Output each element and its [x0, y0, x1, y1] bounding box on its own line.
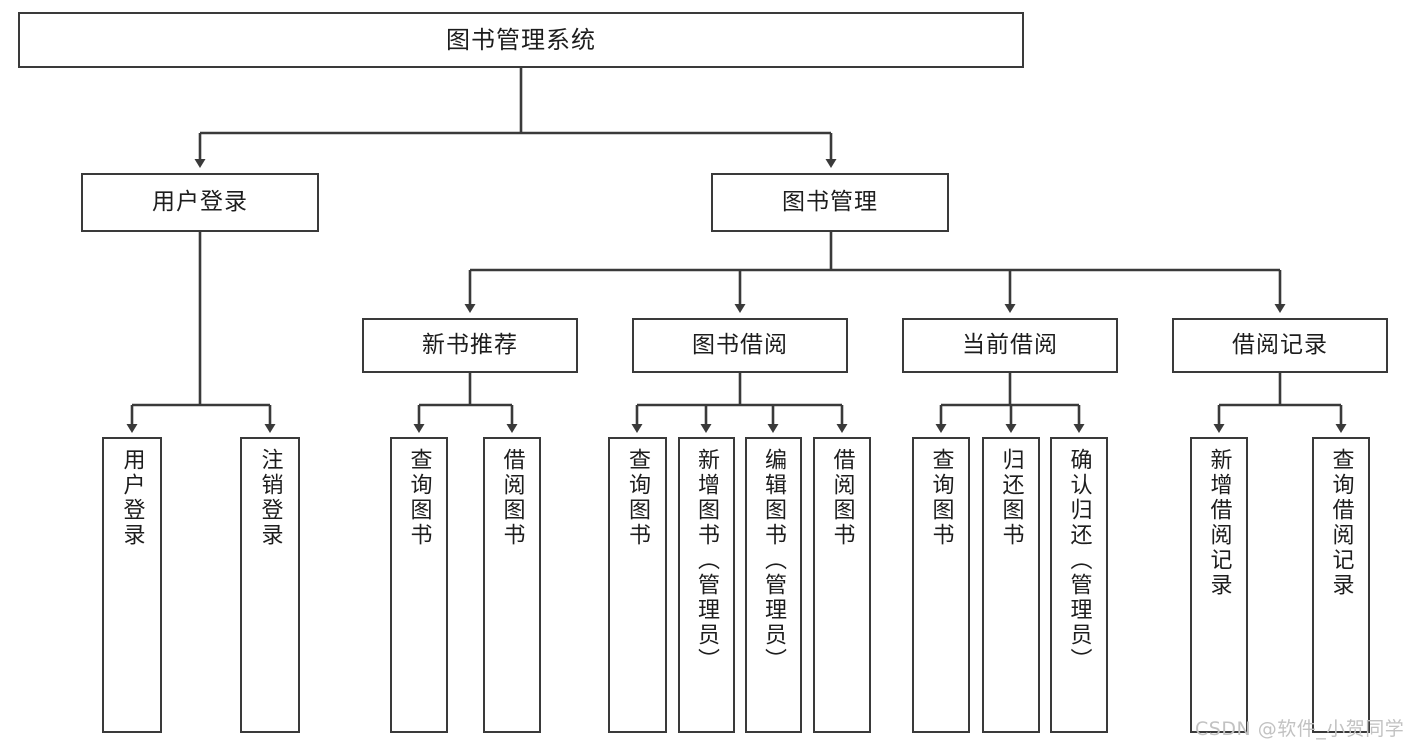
node-leaf-query-book-2[interactable]: 查询图书 — [608, 437, 667, 733]
node-leaf-borrow-book-1[interactable]: 借阅图书 — [483, 437, 541, 733]
node-root-label: 图书管理系统 — [446, 25, 596, 54]
node-book-borrow-label: 图书借阅 — [692, 331, 788, 358]
node-leaf-edit-book-label: 编辑图书（管理员） — [761, 448, 787, 673]
node-current-borrow-label: 当前借阅 — [962, 331, 1058, 358]
node-leaf-query-book-3-label: 查询图书 — [928, 448, 954, 548]
node-book-manage-label: 图书管理 — [782, 188, 878, 215]
node-leaf-borrow-book-2[interactable]: 借阅图书 — [813, 437, 871, 733]
node-leaf-user-login-label: 用户登录 — [119, 448, 145, 548]
node-leaf-edit-book[interactable]: 编辑图书（管理员） — [745, 437, 802, 733]
node-leaf-borrow-book-2-label: 借阅图书 — [829, 448, 855, 548]
node-leaf-confirm-return-label: 确认归还（管理员） — [1066, 448, 1092, 673]
node-leaf-add-record-label: 新增借阅记录 — [1206, 448, 1232, 598]
node-user-login[interactable]: 用户登录 — [81, 173, 319, 232]
node-leaf-user-login[interactable]: 用户登录 — [102, 437, 162, 733]
node-leaf-logout[interactable]: 注销登录 — [240, 437, 300, 733]
node-leaf-query-record-label: 查询借阅记录 — [1328, 448, 1354, 598]
node-book-manage[interactable]: 图书管理 — [711, 173, 949, 232]
node-root[interactable]: 图书管理系统 — [18, 12, 1024, 68]
node-new-book-rec[interactable]: 新书推荐 — [362, 318, 578, 373]
node-user-login-label: 用户登录 — [152, 188, 248, 215]
csdn-watermark: CSDN @软件_小贺同学 — [1195, 718, 1405, 740]
node-leaf-add-record[interactable]: 新增借阅记录 — [1190, 437, 1248, 733]
node-leaf-query-book-2-label: 查询图书 — [625, 448, 651, 548]
node-book-borrow[interactable]: 图书借阅 — [632, 318, 848, 373]
node-current-borrow[interactable]: 当前借阅 — [902, 318, 1118, 373]
node-leaf-query-book-1-label: 查询图书 — [406, 448, 432, 548]
node-leaf-query-record[interactable]: 查询借阅记录 — [1312, 437, 1370, 733]
node-leaf-query-book-1[interactable]: 查询图书 — [390, 437, 448, 733]
node-borrow-record[interactable]: 借阅记录 — [1172, 318, 1388, 373]
node-leaf-return-book[interactable]: 归还图书 — [982, 437, 1040, 733]
node-leaf-add-book[interactable]: 新增图书（管理员） — [678, 437, 735, 733]
node-leaf-return-book-label: 归还图书 — [998, 448, 1024, 548]
node-new-book-rec-label: 新书推荐 — [422, 331, 518, 358]
node-leaf-logout-label: 注销登录 — [257, 448, 283, 548]
node-leaf-query-book-3[interactable]: 查询图书 — [912, 437, 970, 733]
node-borrow-record-label: 借阅记录 — [1232, 331, 1328, 358]
node-leaf-add-book-label: 新增图书（管理员） — [694, 448, 720, 673]
node-leaf-borrow-book-1-label: 借阅图书 — [499, 448, 525, 548]
node-leaf-confirm-return[interactable]: 确认归还（管理员） — [1050, 437, 1108, 733]
